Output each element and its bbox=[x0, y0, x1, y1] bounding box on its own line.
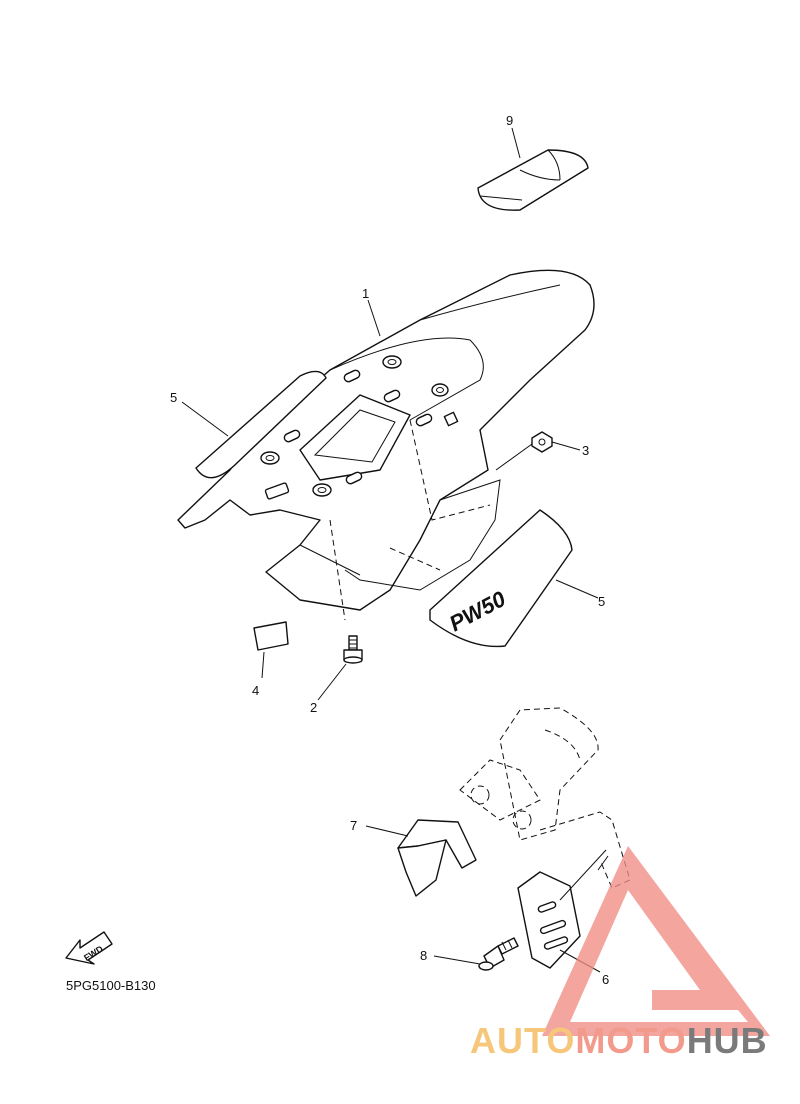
callout-9: 9 bbox=[506, 113, 513, 128]
frame-phantom bbox=[459, 707, 631, 889]
part-8-screw bbox=[478, 937, 519, 971]
brand-part-moto: MOTO bbox=[575, 1020, 687, 1061]
fwd-arrow-icon: FWD bbox=[65, 931, 113, 965]
brand-part-hub: HUB bbox=[686, 1020, 768, 1061]
part-6-plate bbox=[517, 871, 581, 969]
leader-lines bbox=[181, 127, 609, 973]
callout-7: 7 bbox=[350, 818, 357, 833]
callout-3: 3 bbox=[582, 443, 589, 458]
part-4-label bbox=[253, 621, 289, 651]
brand-part-auto: AUTO bbox=[470, 1020, 576, 1061]
part-3-nut bbox=[531, 431, 553, 453]
callout-8: 8 bbox=[420, 948, 427, 963]
part-9-pad bbox=[477, 149, 589, 211]
watermark-brand: AUTOMOTOHUB bbox=[470, 1020, 768, 1062]
callout-2: 2 bbox=[310, 700, 317, 715]
callout-6: 6 bbox=[602, 972, 609, 987]
callout-5-right: 5 bbox=[598, 594, 605, 609]
diagram-code: 5PG5100-B130 bbox=[66, 978, 156, 993]
part-2-bolt bbox=[343, 635, 363, 664]
callout-4: 4 bbox=[252, 683, 259, 698]
part-7-bracket-guard bbox=[397, 819, 477, 897]
part-5-pw50-decal: PW50 bbox=[429, 509, 573, 648]
part-5-left-reflector bbox=[195, 370, 327, 479]
watermark-logo-icon bbox=[542, 846, 770, 1036]
callout-1: 1 bbox=[362, 286, 369, 301]
part-1-rear-fender bbox=[177, 269, 595, 621]
callout-5-left: 5 bbox=[170, 390, 177, 405]
